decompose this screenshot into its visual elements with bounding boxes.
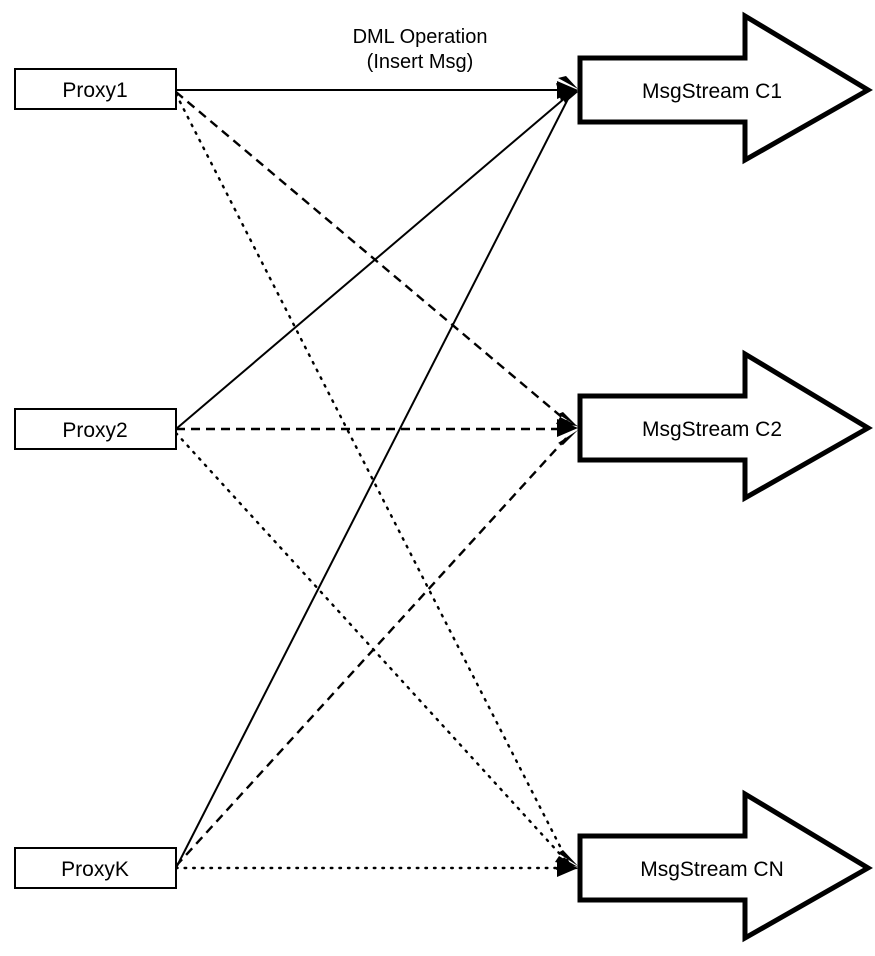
proxy-box [14,68,177,110]
edge-group-dotted [174,92,574,870]
proxy-label-k: ProxyK [61,858,129,881]
edge-proxyk-to-stream-c2 [175,433,571,867]
arrowhead-icon [558,430,578,445]
edge-proxy1-to-stream-cn [174,92,570,864]
proxy-label-2: Proxy2 [62,419,127,442]
edge-proxy2-to-stream-cn [174,431,571,866]
arrowhead-icon [557,86,578,103]
edge-proxy1-to-stream-c2 [175,91,571,425]
proxy-box [14,847,177,889]
proxy-node-1[interactable]: Proxy1 [14,68,177,110]
edge-group-solid [175,89,573,869]
arrowhead-icon [555,856,578,867]
edge-proxyk-to-stream-c1 [175,94,571,869]
arrowhead-cluster-stream-cn [555,850,578,877]
block-arrow-icon [577,349,873,503]
arrowhead-icon [556,861,578,870]
arrowhead-icon [558,76,578,89]
stream-label-cn: MsgStream CN [640,858,784,881]
edge-label-line-2: (Insert Msg) [367,51,474,73]
arrowhead-cluster-stream-c2 [556,412,578,445]
proxy-box [14,408,177,450]
block-arrow-icon [577,11,873,165]
stream-node-c2[interactable]: MsgStream C2 [577,349,873,503]
edge-proxy2-to-stream-c1 [175,91,573,430]
arrowhead-cluster-stream-c1 [556,76,578,103]
edge-label-line-1: DML Operation [353,26,488,48]
arrowhead-icon [558,412,578,427]
stream-node-c1[interactable]: MsgStream C1 [577,11,873,165]
stream-node-cn[interactable]: MsgStream CN [577,789,873,943]
proxy-node-2[interactable]: Proxy2 [14,408,177,450]
proxy-label-1: Proxy1 [62,79,127,102]
proxy-node-k[interactable]: ProxyK [14,847,177,889]
edge-group-dashed [175,91,572,867]
arrowhead-icon [556,417,578,426]
stream-label-c2: MsgStream C2 [642,418,782,441]
block-arrow-icon [577,789,873,943]
stream-label-c1: MsgStream C1 [642,80,782,103]
arrowhead-icon [558,850,578,866]
edge-annotation-label: DML Operation (Insert Msg) [353,26,488,73]
